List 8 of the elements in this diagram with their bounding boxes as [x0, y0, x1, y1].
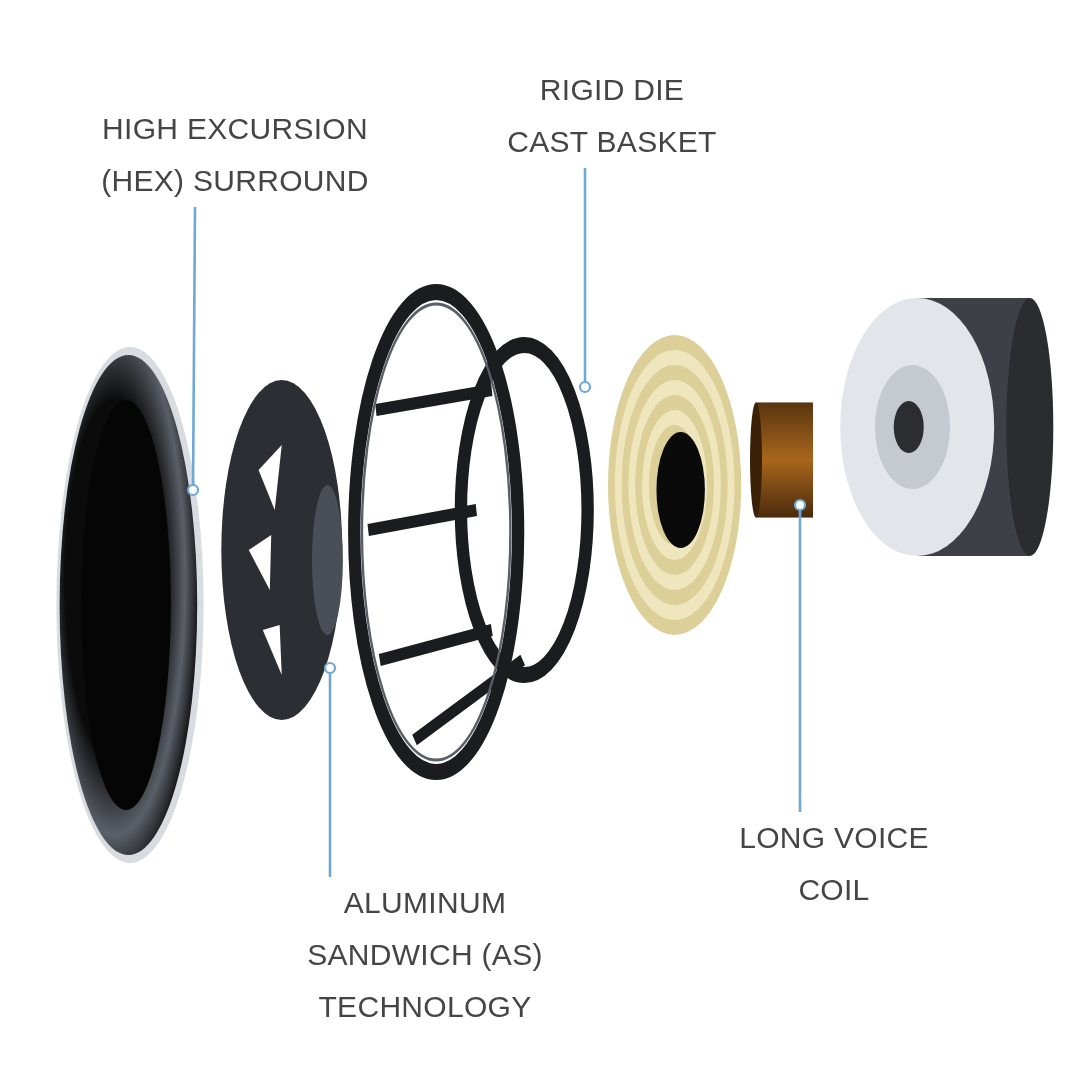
part-label: ALUMINUM SANDWICH (AS) TECHNOLOGY: [295, 877, 555, 1033]
part-label: HIGH EXCURSION (HEX) SURROUND: [80, 103, 390, 207]
leader-line: [323, 661, 337, 877]
leader-line: [578, 168, 592, 394]
part-label: LONG VOICE COIL: [719, 812, 949, 916]
leader-line: [793, 498, 807, 812]
leader-line: [186, 207, 200, 497]
part-label: RIGID DIE CAST BASKET: [502, 64, 722, 168]
